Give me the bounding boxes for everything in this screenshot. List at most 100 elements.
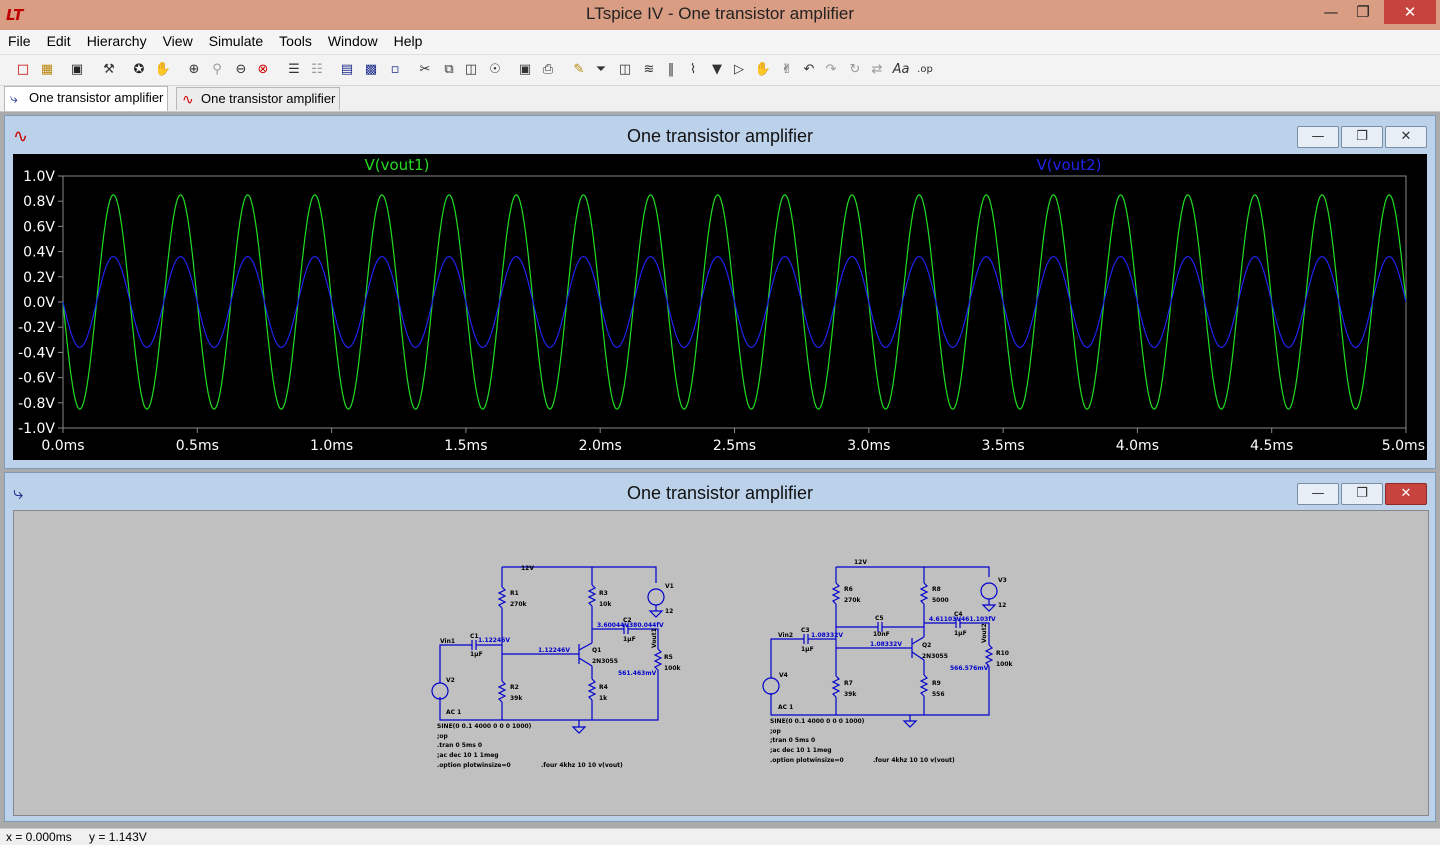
menu-window[interactable]: Window <box>327 33 378 49</box>
resistor-r4[interactable] <box>587 678 597 701</box>
print-setup-icon[interactable]: ▣ <box>518 62 532 77</box>
menu-file[interactable]: File <box>8 33 31 49</box>
resistor-icon[interactable]: ≋ <box>643 62 655 77</box>
voltage-source-v2[interactable] <box>431 682 449 700</box>
waveform-restore-button[interactable]: ❐ <box>1341 126 1383 148</box>
cut-icon[interactable]: ✂ <box>419 62 431 77</box>
resistor-r6[interactable] <box>831 582 841 605</box>
node-voltage: 461.103fV <box>961 616 996 623</box>
spice-directive[interactable]: ;ac dec 10 1 1meg <box>437 752 499 759</box>
schematic-canvas[interactable]: 12V R1 270k R2 39k R3 10k R4 1k R5 100k … <box>13 510 1429 816</box>
spice-directive[interactable]: .tran 0 5ms 0 <box>437 742 482 749</box>
capacitor-icon[interactable]: ‖ <box>667 62 675 77</box>
voltage-source-v1[interactable] <box>647 588 665 606</box>
waveform-plot[interactable]: 1.0V0.8V0.6V0.4V0.2V0.0V-0.2V-0.4V-0.6V-… <box>13 154 1427 460</box>
spice-directive[interactable]: ;ac dec 10 1 1meg <box>770 747 832 754</box>
resistor-r8[interactable] <box>919 582 929 605</box>
cascade-icon[interactable]: ▩ <box>364 62 378 77</box>
undo-icon[interactable]: ↶ <box>803 62 815 77</box>
resistor-r10[interactable] <box>984 644 994 667</box>
resistor-r9[interactable] <box>919 674 929 697</box>
copy-icon[interactable]: ⧉ <box>444 62 454 77</box>
x-tick-label: 0.5ms <box>176 438 219 454</box>
move-icon[interactable]: ✋ <box>754 62 772 77</box>
spice-directive[interactable]: .four 4khz 10 10 v(vout) <box>873 757 955 764</box>
paste-icon[interactable]: ◫ <box>464 62 478 77</box>
component-value: 270k <box>844 597 862 604</box>
zoom-in-icon[interactable]: ⊕ <box>188 62 200 77</box>
rotate-icon[interactable]: ↻ <box>849 62 861 77</box>
component-value: 39k <box>510 695 523 702</box>
component-label: V2 <box>446 677 455 684</box>
wire <box>911 636 925 645</box>
tile-vertical-icon[interactable]: ▫ <box>390 62 400 77</box>
control-panel-icon[interactable]: ⚒ <box>103 62 115 77</box>
run-icon[interactable]: ✪ <box>133 62 145 77</box>
menu-tools[interactable]: Tools <box>279 33 312 49</box>
halt-icon[interactable]: ✋ <box>154 62 172 77</box>
menu-edit[interactable]: Edit <box>46 33 71 49</box>
tile-horizontal-icon[interactable]: ▤ <box>340 62 354 77</box>
waveform-minimize-button[interactable]: — <box>1297 126 1339 148</box>
waveform-close-button[interactable]: ✕ <box>1385 126 1427 148</box>
resistor-r2[interactable] <box>497 680 507 703</box>
print-icon[interactable]: ⎙ <box>542 62 554 77</box>
menu-bar: File Edit Hierarchy View Simulate Tools Window… <box>0 30 1440 55</box>
tab-schematic[interactable]: ⤷ One transistor amplifier <box>4 86 169 111</box>
spice-directive[interactable]: .option plotwinsize=0 <box>770 757 844 764</box>
voltage-source-v4[interactable] <box>762 677 780 695</box>
spice-directive[interactable]: ;op <box>770 728 782 735</box>
zoom-out-icon[interactable]: ⊖ <box>235 62 247 77</box>
node-voltage: 4.61103V <box>929 616 961 623</box>
mirror-icon[interactable]: ⇄ <box>871 62 883 77</box>
spice-directive[interactable]: SINE(0 0.1 4000 0 0 0 1000) <box>770 718 865 725</box>
schematic-restore-button[interactable]: ❐ <box>1341 483 1383 505</box>
find-icon[interactable]: ☉ <box>489 62 501 77</box>
restore-button[interactable]: ❐ <box>1348 0 1378 24</box>
tab-waveform[interactable]: ∿ One transistor amplifier <box>176 87 341 110</box>
text-icon[interactable]: Aa <box>892 62 910 77</box>
close-icon: ✕ <box>1400 129 1412 144</box>
voltage-source-v3[interactable] <box>980 582 998 600</box>
diode-icon[interactable]: ▼ <box>712 62 722 77</box>
circuit-1-labels: 12V R1 270k R2 39k R3 10k R4 1k R5 100k … <box>437 565 682 769</box>
schematic-drawing[interactable]: 12V R1 270k R2 39k R3 10k R4 1k R5 100k … <box>14 511 1428 815</box>
autorange-icon[interactable]: ☰ <box>288 62 300 77</box>
menu-hierarchy[interactable]: Hierarchy <box>86 33 147 49</box>
spice-directive-icon[interactable]: .op <box>917 64 933 75</box>
component-icon[interactable]: ▷ <box>734 62 744 77</box>
component-label: C1 <box>470 633 479 640</box>
pan-icon[interactable]: ⚲ <box>212 62 222 77</box>
label-net-icon[interactable]: ◫ <box>618 62 632 77</box>
menu-simulate[interactable]: Simulate <box>208 33 264 49</box>
menu-help[interactable]: Help <box>393 33 423 49</box>
inductor-icon[interactable]: ⌇ <box>689 62 697 77</box>
grid-icon[interactable]: ☷ <box>311 62 323 77</box>
schematic-minimize-button[interactable]: — <box>1297 483 1339 505</box>
close-button[interactable]: ✕ <box>1384 0 1436 24</box>
redo-icon[interactable]: ↷ <box>825 62 837 77</box>
spice-directive[interactable]: SINE(0 0.1 4000 0 0 0 1000) <box>437 723 532 730</box>
net-label: Vin2 <box>778 632 793 639</box>
new-schematic-icon[interactable]: □ <box>16 62 30 77</box>
wire <box>911 651 925 661</box>
draw-wire-icon[interactable]: ✎ <box>573 62 585 77</box>
schematic-close-button[interactable]: ✕ <box>1385 483 1427 505</box>
minimize-button[interactable]: — <box>1316 0 1346 24</box>
spice-directive[interactable]: .four 4khz 10 10 v(vout) <box>541 762 623 769</box>
resistor-r7[interactable] <box>831 675 841 698</box>
zoom-fit-icon[interactable]: ⊗ <box>257 62 269 77</box>
drag-icon[interactable]: ✌ <box>781 62 793 77</box>
resistor-r1[interactable] <box>497 586 507 609</box>
resistor-r3[interactable] <box>587 584 597 607</box>
spice-directive[interactable]: .option plotwinsize=0 <box>437 762 511 769</box>
spice-directive[interactable]: ;op <box>437 733 449 740</box>
save-icon[interactable]: ▣ <box>70 62 84 77</box>
resistor-r5[interactable] <box>653 648 663 671</box>
ground-icon[interactable]: ⏷ <box>595 62 607 77</box>
menu-view[interactable]: View <box>162 33 193 49</box>
spice-directive[interactable]: ;tran 0 5ms 0 <box>770 737 815 744</box>
tab-label: One transistor amplifier <box>29 90 164 105</box>
open-icon[interactable]: ▦ <box>40 62 54 77</box>
